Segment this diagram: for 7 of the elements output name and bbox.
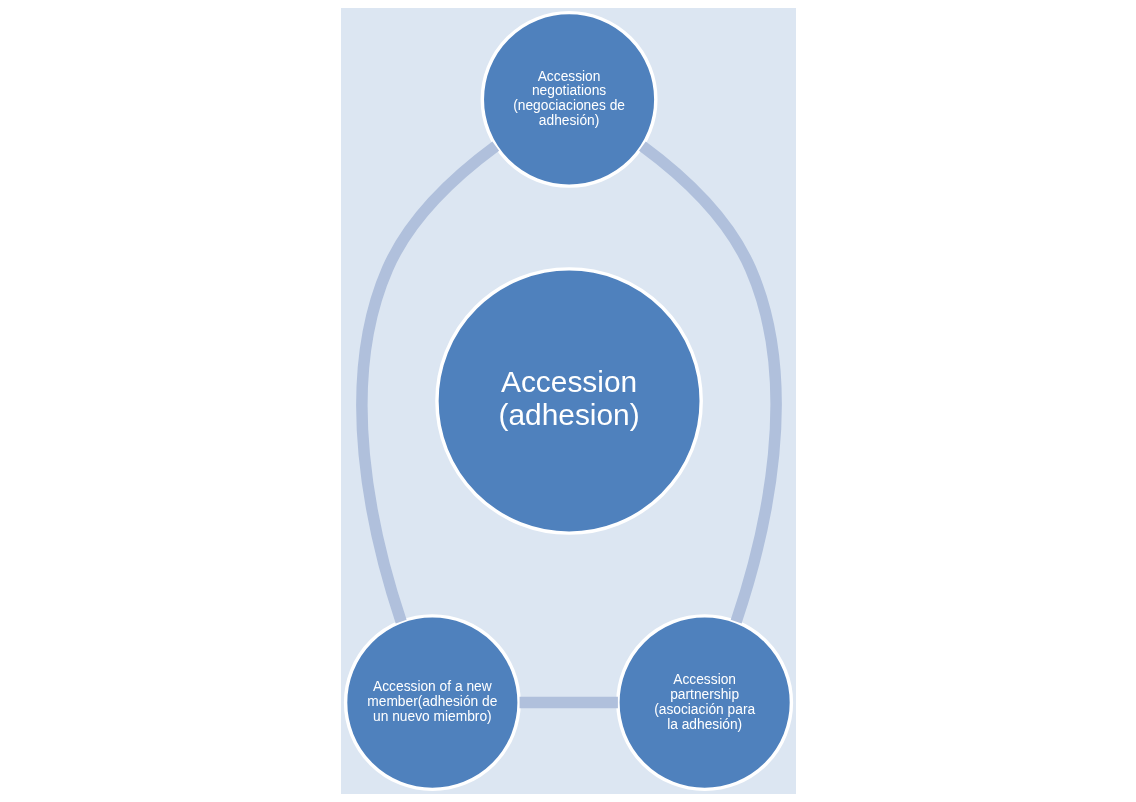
node-circle: Accession partnership (asociación para la adhesión) xyxy=(615,614,793,792)
connector xyxy=(355,141,499,624)
node-circle: Accession of a new member(adhesión de un nuevo miembro) xyxy=(343,614,521,792)
node-circle: Accession (adhesion) xyxy=(434,267,703,535)
connector xyxy=(638,141,782,624)
node-circle: Accession negotiations (negociaciones de adhesión) xyxy=(480,10,658,188)
connector xyxy=(519,696,618,709)
